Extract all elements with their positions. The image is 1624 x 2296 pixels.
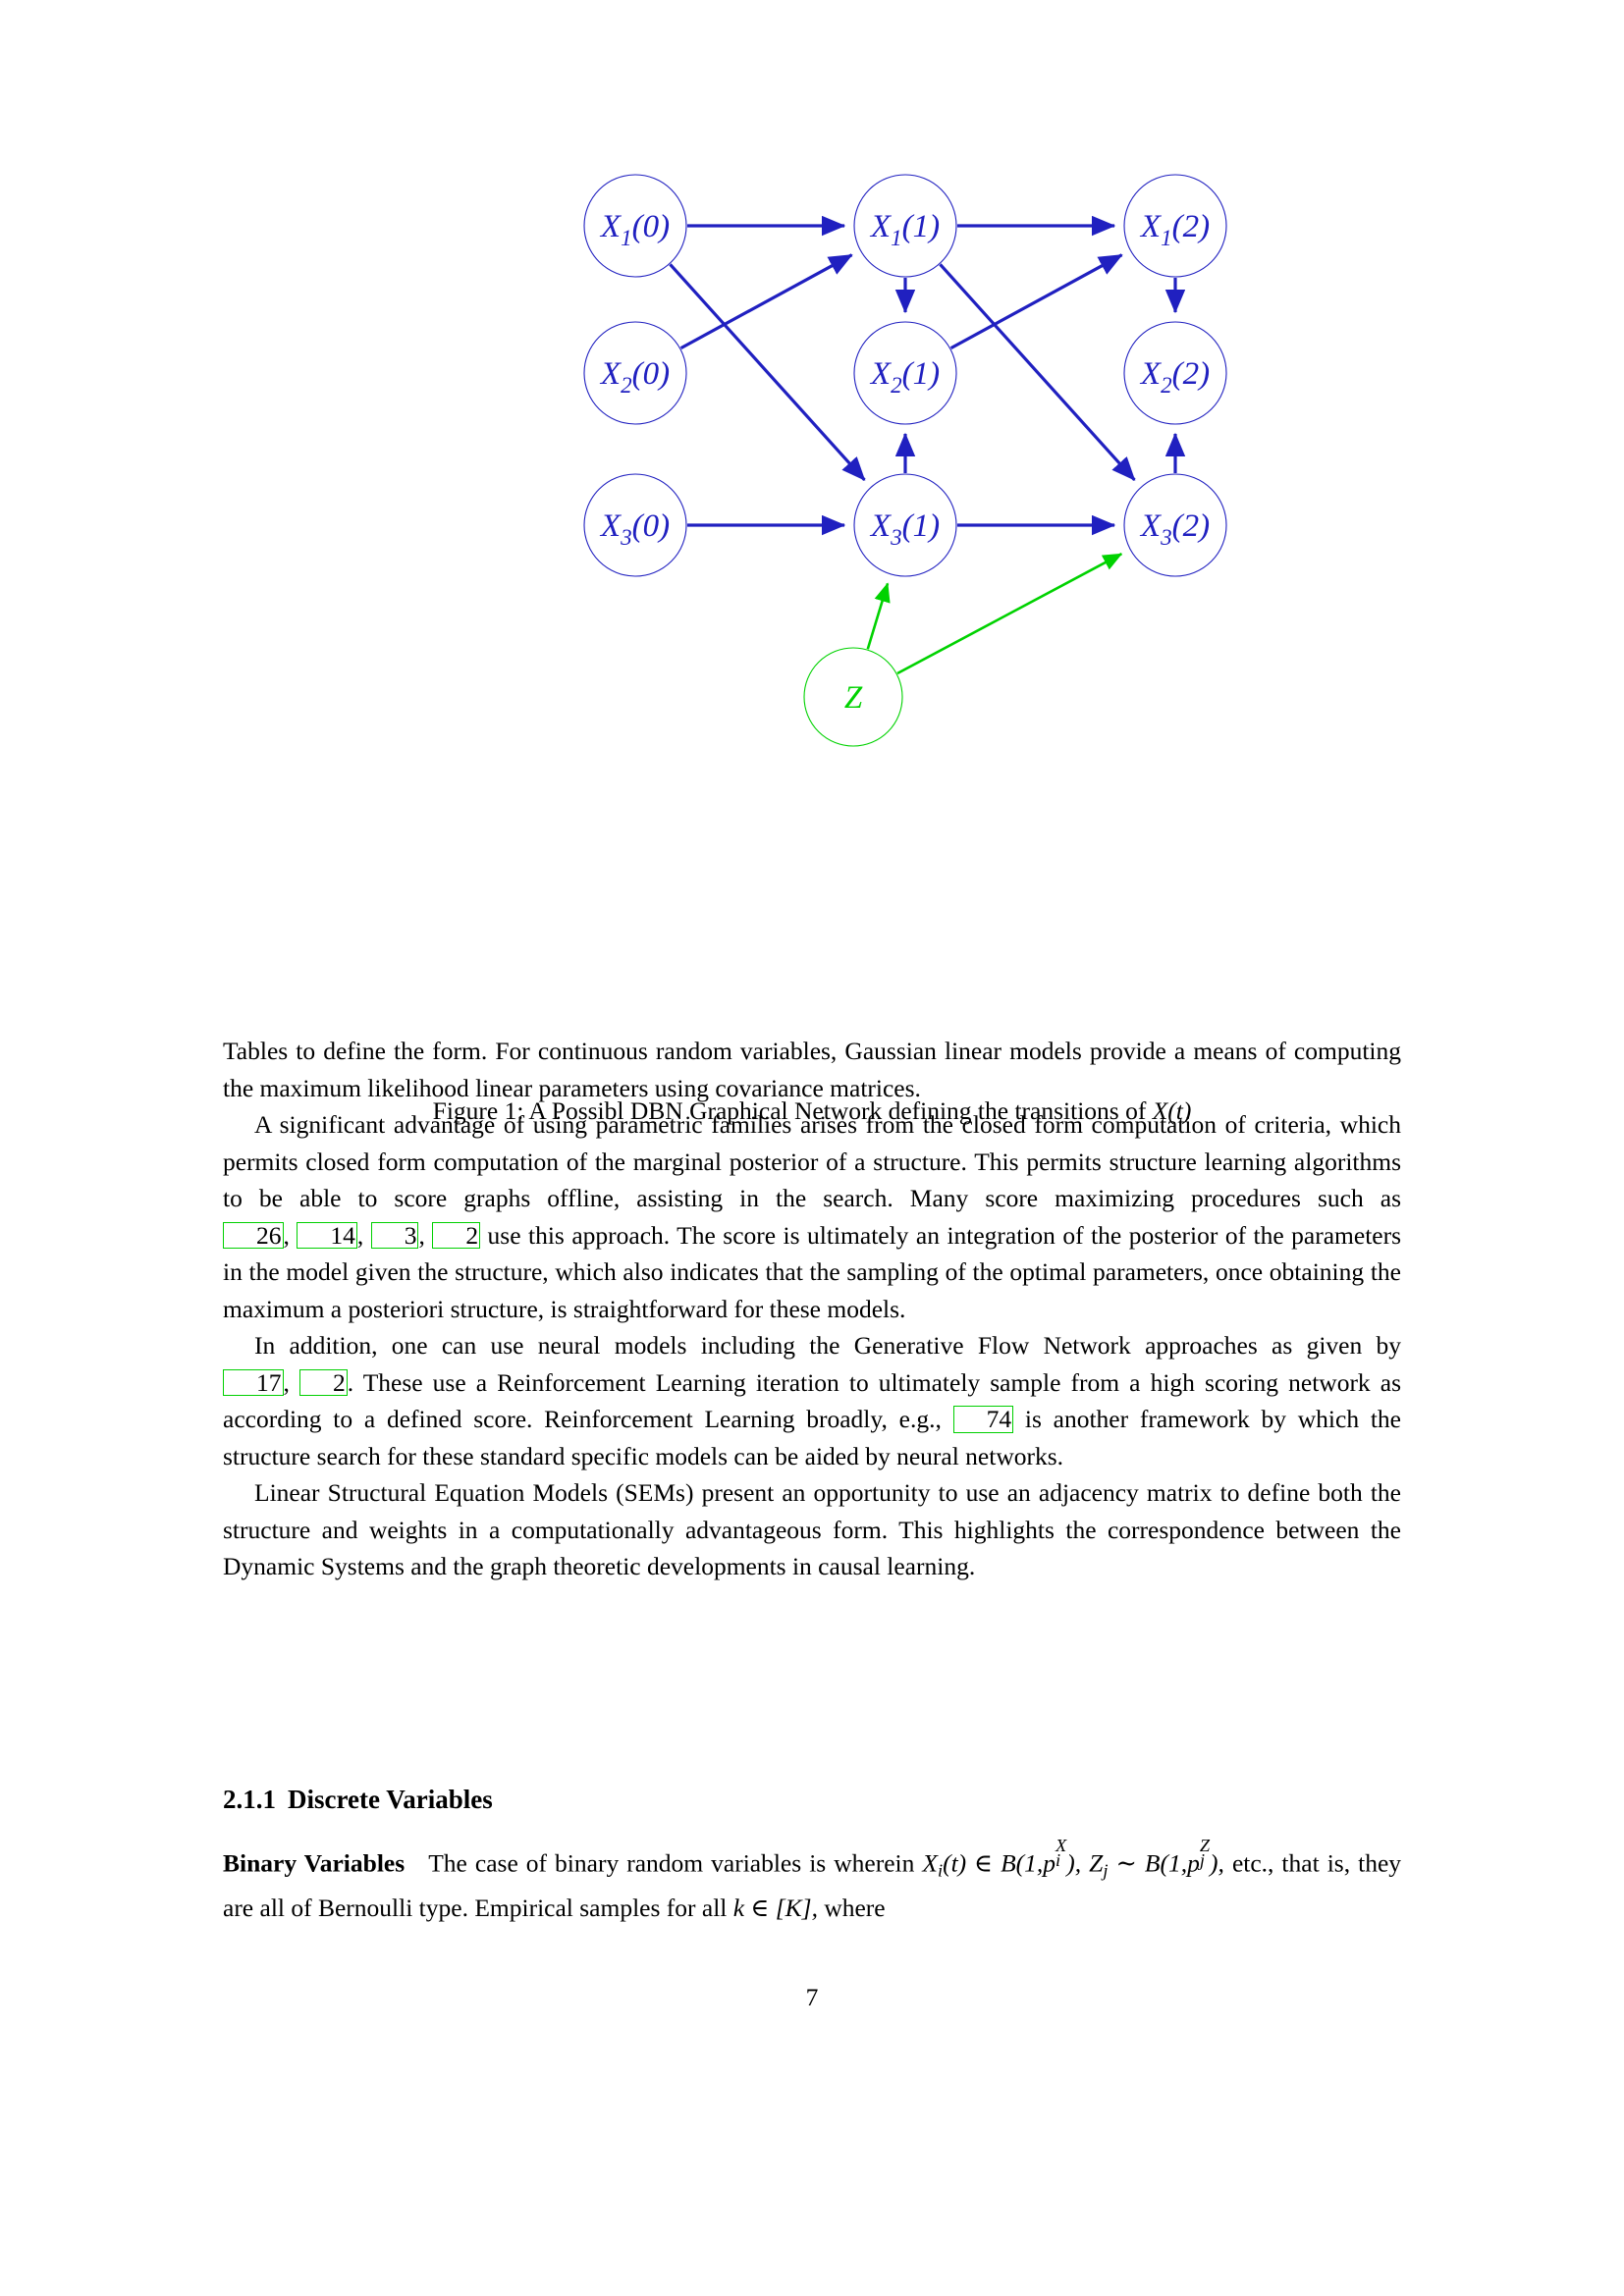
math-xi-sub: i <box>937 1860 944 1881</box>
paragraph-4-text: Linear Structural Equation Models (SEMs)… <box>223 1478 1401 1580</box>
dbn-graph-svg: X1(0) X2(0) X3(0) X1(1) X2(1) X3(1) X1(2) X2(2)… <box>583 174 1227 747</box>
math-p-base-1: p <box>1043 1848 1056 1878</box>
math-p-sup-1: X <box>1056 1835 1067 1855</box>
node-circle <box>853 321 957 425</box>
node-label: X3(0) <box>599 508 670 550</box>
node-label: X3(2) <box>1139 508 1210 550</box>
figure-caption-math: X(t) <box>1152 1096 1192 1125</box>
math-p-base-2: p <box>1187 1848 1200 1878</box>
subsection-heading: 2.1.1 Discrete Variables <box>223 1785 1401 1815</box>
math-z-sub: j <box>1103 1860 1109 1881</box>
node-circle <box>1123 321 1227 425</box>
graph-nodes: X1(0) X2(0) X3(0) X1(1) X2(1) X3(1) X1(2) X2(2)… <box>583 174 1227 747</box>
node-circle <box>583 473 687 577</box>
node-circle <box>1123 473 1227 577</box>
paragraph-3-part-a: In addition, one can use neural models i… <box>254 1331 1401 1360</box>
math-b1-open: B(1, <box>1001 1848 1044 1878</box>
binary-text-6: where <box>817 1894 886 1923</box>
node-label: X2(2) <box>1139 356 1210 398</box>
subsection-number: 2.1.1 <box>223 1785 276 1814</box>
math-b2-close: ), <box>1210 1848 1224 1878</box>
figure-caption: Figure 1: A Possibl DBN Graphical Networ… <box>223 1095 1401 1127</box>
math-b2-open: B(1, <box>1144 1848 1188 1878</box>
math-k: k <box>732 1894 745 1923</box>
math-z-base: Z <box>1089 1848 1104 1878</box>
graph-node-Z[interactable]: Z <box>803 647 903 747</box>
graph-node-X3_0[interactable]: X3(0) <box>583 473 687 577</box>
citation-link[interactable]: 26 <box>223 1221 284 1249</box>
math-xi-base: X <box>922 1848 938 1878</box>
paragraph-1-text: Tables to define the form. For continuou… <box>223 1037 1401 1102</box>
node-circle <box>803 647 903 747</box>
graph-edge-X1_1-to-X3_2 <box>939 263 1136 482</box>
graph-node-X1_1[interactable]: X1(1) <box>853 174 957 278</box>
binary-text-4: etc., that is, they are all of Bernoulli… <box>223 1848 1402 1923</box>
graph-edge-X1_0-to-X3_1 <box>669 263 866 482</box>
subsection-title: Discrete Variables <box>288 1785 493 1814</box>
node-label: X2(0) <box>599 356 670 398</box>
citation-group-2: 17, 2 <box>223 1368 348 1397</box>
graph-edge-X2_1-to-X1_2 <box>949 253 1123 350</box>
paragraph-2: A significant advantage of using paramet… <box>223 1106 1401 1327</box>
node-label: X1(2) <box>1139 209 1210 250</box>
binary-text-5: ∈ <box>744 1894 776 1923</box>
graph-edge-Z-to-X3_1 <box>866 582 891 650</box>
citation-link[interactable]: 17 <box>223 1368 284 1396</box>
binary-text-2: ∈ <box>966 1848 1001 1878</box>
citation-link[interactable]: 14 <box>297 1221 357 1249</box>
graph-edge-Z-to-X3_2 <box>896 553 1123 675</box>
node-label: X1(0) <box>599 209 670 250</box>
citation-link[interactable]: 2 <box>298 1368 348 1396</box>
paragraph-3-part-c: is another framework by which the struct… <box>223 1405 1401 1470</box>
binary-text-3: ∼ <box>1108 1848 1145 1878</box>
figure-1: X1(0) X2(0) X3(0) X1(1) X2(1) X3(1) X1(2) X2(2)… <box>0 147 1624 1125</box>
graph-edge-X2_0-to-X1_1 <box>679 253 853 350</box>
graph-node-X2_2[interactable]: X2(2) <box>1123 321 1227 425</box>
node-circle <box>853 473 957 577</box>
graph-node-X3_1[interactable]: X3(1) <box>853 473 957 577</box>
figure-caption-text: Figure 1: A Possibl DBN Graphical Networ… <box>432 1096 1153 1125</box>
math-bigk: [K], <box>775 1894 818 1923</box>
graph-node-X2_1[interactable]: X2(1) <box>853 321 957 425</box>
math-xi-arg: (t) <box>943 1848 967 1878</box>
citation-group-1: 26, 14, 3, 2 <box>223 1221 481 1250</box>
node-circle <box>1123 174 1227 278</box>
node-circle <box>583 321 687 425</box>
graph-node-X1_2[interactable]: X1(2) <box>1123 174 1227 278</box>
math-b1-close: ), <box>1066 1848 1082 1878</box>
paragraph-4: Linear Structural Equation Models (SEMs)… <box>223 1474 1401 1585</box>
runin-heading-binary-variables: Binary Variables <box>223 1848 406 1878</box>
citation-link[interactable]: 74 <box>952 1406 1014 1433</box>
paragraph-2-part-a: A significant advantage of using paramet… <box>223 1110 1401 1212</box>
node-circle <box>853 174 957 278</box>
paragraph-3-part-b: . These use a Reinforcement Learning ite… <box>223 1367 1401 1434</box>
citation-link[interactable]: 3 <box>370 1221 419 1249</box>
node-label: X1(1) <box>869 209 940 250</box>
node-circle <box>583 174 687 278</box>
graph-edges <box>669 215 1186 675</box>
node-label: X2(1) <box>869 356 940 398</box>
graph-node-X1_0[interactable]: X1(0) <box>583 174 687 278</box>
math-p-sup-2: Z <box>1199 1835 1211 1855</box>
graph-node-X3_2[interactable]: X3(2) <box>1123 473 1227 577</box>
math-p-sub-2: j <box>1199 1850 1205 1871</box>
paragraph-3: In addition, one can use neural models i… <box>223 1327 1401 1474</box>
node-label: Z <box>844 680 863 716</box>
citation-link[interactable]: 2 <box>432 1221 481 1249</box>
node-label: X3(1) <box>869 508 940 550</box>
math-p-sub-1: i <box>1056 1850 1061 1871</box>
binary-text-1: The case of binary random variables is w… <box>428 1848 923 1878</box>
paragraph-binary-variables: Binary Variables The case of binary rand… <box>223 1837 1402 1927</box>
paragraph-1: Tables to define the form. For continuou… <box>223 1033 1401 1106</box>
citation-group-3: 74 <box>952 1405 1014 1433</box>
body-text-column: Tables to define the form. For continuou… <box>223 1033 1401 1585</box>
graph-node-X2_0[interactable]: X2(0) <box>583 321 687 425</box>
paragraph-2-part-b: use this approach. The score is ultimate… <box>223 1220 1402 1323</box>
page-number: 7 <box>805 1983 819 2011</box>
